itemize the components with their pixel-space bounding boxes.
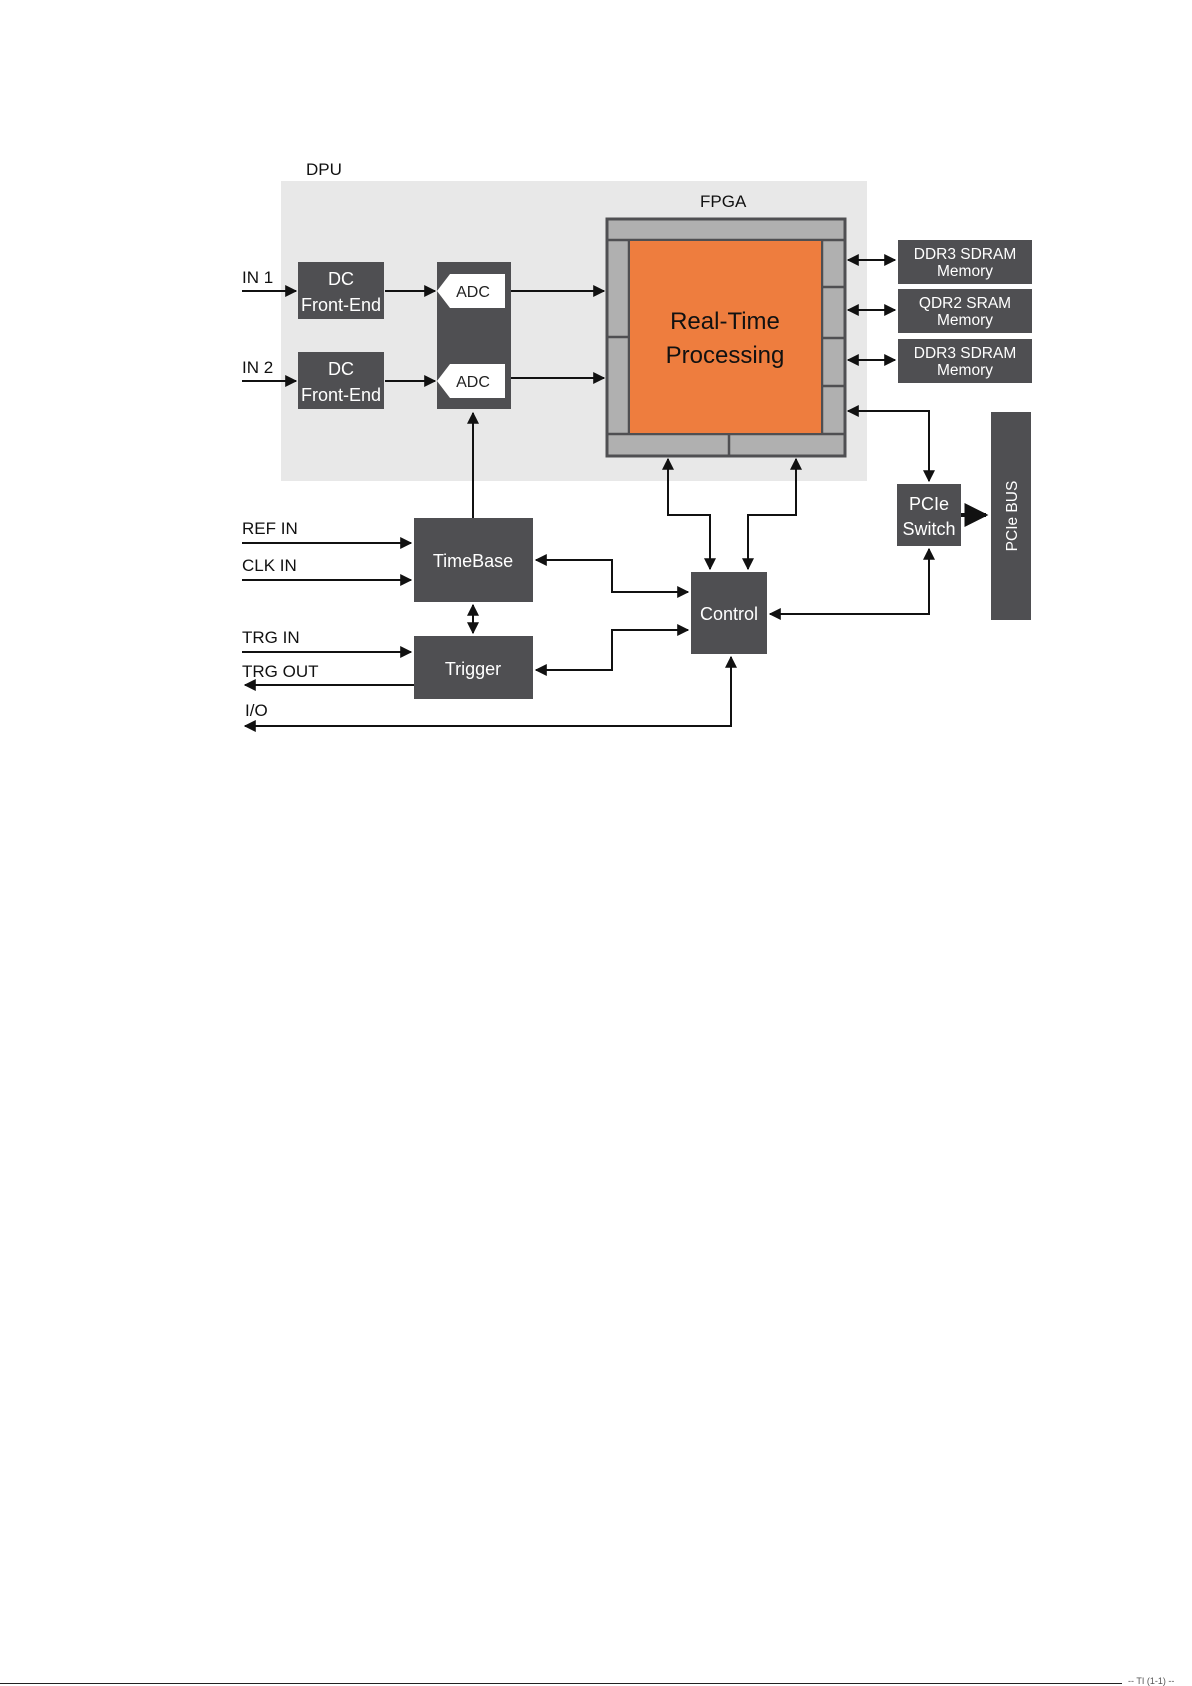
svg-text:Control: Control — [700, 604, 758, 624]
svg-text:PCIe BUS: PCIe BUS — [1004, 481, 1021, 552]
in2-label: IN 2 — [242, 358, 273, 377]
memory-block-1: DDR3 SDRAM Memory — [898, 240, 1032, 284]
control-pcie-switch-wire — [770, 549, 929, 614]
trigger-control-wire — [536, 630, 688, 670]
io-label: I/O — [245, 701, 268, 720]
svg-text:PCIe: PCIe — [909, 494, 949, 514]
svg-text:Memory: Memory — [937, 362, 993, 379]
clk-in-label: CLK IN — [242, 556, 297, 575]
adc-2-label: ADC — [456, 374, 490, 391]
svg-text:DC: DC — [328, 359, 354, 379]
fpga-block: Real-Time Processing — [607, 219, 845, 456]
svg-text:Front-End: Front-End — [301, 385, 381, 405]
trg-in-label: TRG IN — [242, 628, 300, 647]
svg-text:TimeBase: TimeBase — [433, 551, 513, 571]
in1-label: IN 1 — [242, 268, 273, 287]
svg-text:Trigger: Trigger — [445, 659, 501, 679]
pcie-switch-block: PCIe Switch — [897, 484, 961, 546]
svg-text:QDR2 SRAM: QDR2 SRAM — [919, 295, 1011, 312]
svg-text:DC: DC — [328, 269, 354, 289]
pcie-bus-block: PCIe BUS — [991, 412, 1031, 620]
svg-text:Memory: Memory — [937, 263, 993, 280]
trg-out-label: TRG OUT — [242, 662, 319, 681]
svg-text:Processing: Processing — [666, 342, 785, 369]
svg-text:Memory: Memory — [937, 312, 993, 329]
control-block: Control — [691, 572, 767, 654]
memory-block-2: QDR2 SRAM Memory — [898, 289, 1032, 333]
svg-text:Front-End: Front-End — [301, 295, 381, 315]
fpga-label: FPGA — [700, 192, 747, 211]
dpu-label: DPU — [306, 160, 342, 179]
realtime-processing-block — [630, 241, 821, 433]
timebase-block: TimeBase — [414, 518, 533, 602]
svg-text:DDR3 SDRAM: DDR3 SDRAM — [914, 246, 1016, 263]
ref-in-label: REF IN — [242, 519, 298, 538]
memory-block-3: DDR3 SDRAM Memory — [898, 339, 1032, 383]
dc-front-end-1: DC Front-End — [298, 262, 384, 319]
timebase-control-wire — [536, 560, 688, 592]
trigger-block: Trigger — [414, 636, 533, 699]
svg-text:DDR3 SDRAM: DDR3 SDRAM — [914, 345, 1016, 362]
footer-rule — [0, 1683, 1122, 1684]
adc-1-label: ADC — [456, 284, 490, 301]
svg-text:Switch: Switch — [902, 519, 955, 539]
adc-block: ADC ADC — [437, 262, 511, 409]
svg-text:Real-Time: Real-Time — [670, 308, 780, 335]
dc-front-end-2: DC Front-End — [298, 352, 384, 409]
